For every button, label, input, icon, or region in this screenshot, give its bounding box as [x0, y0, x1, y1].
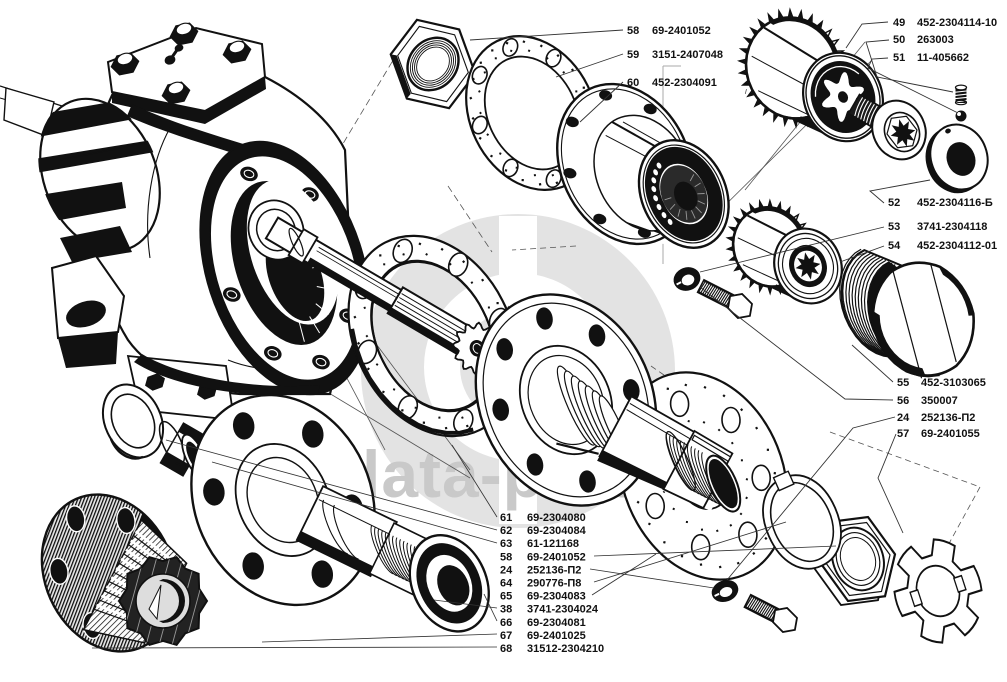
svg-text:452-3103065: 452-3103065: [921, 377, 986, 389]
svg-text:69-2401052: 69-2401052: [527, 551, 586, 563]
svg-text:24: 24: [500, 564, 513, 576]
svg-text:61: 61: [500, 512, 512, 524]
svg-text:66: 66: [500, 617, 512, 629]
svg-text:263003: 263003: [917, 34, 954, 46]
svg-text:3741-2304024: 3741-2304024: [527, 604, 599, 616]
svg-text:53: 53: [888, 221, 900, 233]
svg-text:69-2304080: 69-2304080: [527, 512, 586, 524]
svg-text:452-2304116-Б: 452-2304116-Б: [917, 197, 993, 209]
svg-text:38: 38: [500, 604, 512, 616]
svg-text:31512-2304210: 31512-2304210: [527, 643, 604, 655]
svg-text:61-121168: 61-121168: [527, 538, 579, 550]
svg-text:350007: 350007: [921, 395, 958, 407]
svg-text:50: 50: [893, 34, 905, 46]
svg-text:3151-2407048: 3151-2407048: [652, 49, 723, 61]
svg-text:52: 52: [888, 197, 900, 209]
svg-text:57: 57: [897, 428, 909, 440]
svg-text:69-2401052: 69-2401052: [652, 25, 711, 37]
svg-text:452-2304114-10: 452-2304114-10: [917, 17, 997, 29]
svg-text:252136-П2: 252136-П2: [527, 564, 581, 576]
svg-text:69-2401055: 69-2401055: [921, 428, 980, 440]
svg-text:59: 59: [627, 49, 639, 61]
svg-text:252136-П2: 252136-П2: [921, 412, 975, 424]
svg-text:64: 64: [500, 578, 513, 590]
svg-text:54: 54: [888, 240, 901, 252]
svg-text:49: 49: [893, 17, 905, 29]
svg-text:69-2304081: 69-2304081: [527, 617, 586, 629]
svg-text:68: 68: [500, 643, 512, 655]
svg-text:290776-П8: 290776-П8: [527, 578, 581, 590]
svg-text:3741-2304118: 3741-2304118: [917, 221, 987, 233]
svg-text:62: 62: [500, 525, 512, 537]
svg-text:58: 58: [627, 25, 639, 37]
svg-text:55: 55: [897, 377, 909, 389]
svg-text:56: 56: [897, 395, 909, 407]
svg-text:452-2304091: 452-2304091: [652, 77, 717, 89]
svg-text:67: 67: [500, 630, 512, 642]
svg-text:69-2304083: 69-2304083: [527, 591, 586, 603]
svg-text:452-2304112-01: 452-2304112-01: [917, 240, 997, 252]
svg-text:58: 58: [500, 551, 512, 563]
svg-text:11-405662: 11-405662: [917, 52, 969, 64]
svg-text:24: 24: [897, 412, 910, 424]
svg-text:51: 51: [893, 52, 905, 64]
svg-text:69-2304084: 69-2304084: [527, 525, 587, 537]
svg-text:69-2401025: 69-2401025: [527, 630, 586, 642]
svg-text:65: 65: [500, 591, 512, 603]
svg-text:63: 63: [500, 538, 512, 550]
svg-text:60: 60: [627, 77, 639, 89]
